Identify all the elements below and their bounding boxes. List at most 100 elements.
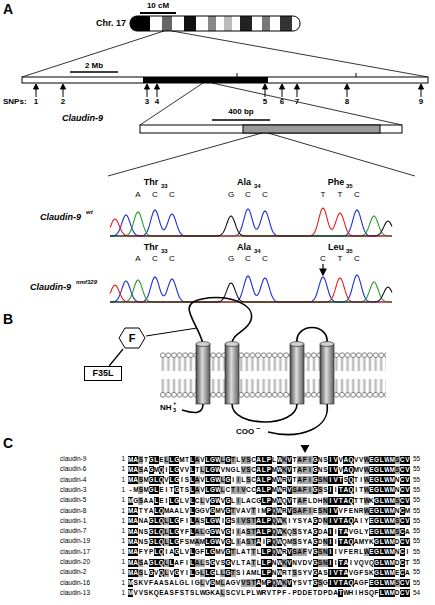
chromosome-ideogram bbox=[262, 16, 270, 31]
residue-cell: R bbox=[282, 569, 287, 577]
residue-cell: C bbox=[251, 497, 256, 505]
residue-cell: M bbox=[405, 507, 410, 515]
genomic-interval-bar bbox=[22, 73, 428, 83]
residue-cell: V bbox=[364, 559, 369, 567]
chromosome-ideogram bbox=[224, 16, 232, 31]
residue-cell: C bbox=[246, 486, 251, 494]
aligned-sequence: MASMGLQVLGISLAVLGWLGIILSCALPMWRVTAFIGSNI… bbox=[128, 476, 410, 484]
residue-cell: M bbox=[128, 579, 133, 587]
residue-cell: V bbox=[354, 559, 359, 567]
residue-cell: A bbox=[195, 456, 200, 464]
residue-cell: N bbox=[138, 538, 143, 546]
residue-cell: D bbox=[313, 497, 318, 505]
residue-cell: L bbox=[220, 579, 225, 587]
residue-cell: A bbox=[195, 476, 200, 484]
scale-label: 10 cM bbox=[147, 2, 169, 10]
base-call: C bbox=[262, 255, 268, 263]
residue-cell: T bbox=[231, 548, 236, 556]
chromosome-ideogram bbox=[130, 16, 150, 31]
residue-cell: W bbox=[277, 538, 282, 546]
residue-cell: Q bbox=[369, 589, 374, 597]
residue-cell: G bbox=[174, 456, 179, 464]
residue-cell: G bbox=[313, 569, 318, 577]
residue-cell: T bbox=[313, 589, 318, 597]
residue-cell: S bbox=[297, 517, 302, 525]
residue-cell: S bbox=[236, 569, 241, 577]
residue-cell: V bbox=[287, 579, 292, 587]
claudin-name: claudin-6 bbox=[60, 466, 86, 473]
residue-cell: V bbox=[405, 476, 410, 484]
residue-cell: S bbox=[364, 569, 369, 577]
residue-cell: Y bbox=[179, 569, 184, 577]
residue-cell: F bbox=[174, 589, 179, 597]
residue-cell: L bbox=[359, 528, 364, 536]
residue-cell: M bbox=[128, 497, 133, 505]
residue-cell: M bbox=[354, 466, 359, 474]
aligned-sequence: MASAGMQILGVVLTLLGWVNGLVSCALPMWKVTAFIGNSI… bbox=[128, 466, 410, 474]
residue-cell: W bbox=[200, 589, 205, 597]
residue-cell: P bbox=[246, 589, 251, 597]
residue-cell: F bbox=[343, 507, 348, 515]
aligned-sequence: MSKVFAASALGLIGLVGMLAGVVSTAMPQWKVYSVTGSGI… bbox=[128, 579, 410, 587]
scale-label: 400 bp bbox=[228, 108, 253, 116]
residue-cell: G bbox=[174, 528, 179, 536]
residue-cell: G bbox=[174, 569, 179, 577]
chromosome-ideogram bbox=[130, 16, 300, 31]
snp-number: 1 bbox=[34, 98, 38, 106]
claudin-name: claudin-17 bbox=[60, 549, 90, 556]
claudin-name: claudin-5 bbox=[60, 497, 86, 504]
residue-cell: T bbox=[272, 589, 277, 597]
residue-cell: C bbox=[400, 548, 405, 556]
residue-cell: L bbox=[251, 589, 256, 597]
snp-arrow bbox=[345, 84, 350, 89]
claudin-name: claudin-16 bbox=[60, 580, 90, 587]
terminus-charge: + bbox=[173, 400, 177, 406]
residue-cell: M bbox=[389, 548, 394, 556]
residue-cell: - bbox=[128, 486, 133, 494]
residue-cell: A bbox=[169, 507, 174, 515]
allele-superscript: nmf329 bbox=[76, 279, 97, 285]
residue-cell: G bbox=[174, 466, 179, 474]
residue-cell: I bbox=[236, 538, 241, 546]
residue-cell: S bbox=[179, 589, 184, 597]
residue-cell: I bbox=[328, 486, 333, 494]
scale-bar bbox=[212, 119, 270, 121]
chromosome-ideogram bbox=[162, 16, 172, 31]
residue-cell: G bbox=[174, 517, 179, 525]
residue-cell: G bbox=[195, 548, 200, 556]
lipid-bilayer bbox=[160, 352, 386, 398]
mutation-box: F35L bbox=[84, 366, 122, 381]
residue-cell: D bbox=[318, 589, 323, 597]
residue-cell: T bbox=[251, 548, 256, 556]
snp-arrow bbox=[145, 84, 150, 89]
residue-cell: I bbox=[236, 528, 241, 536]
chromosome-ideogram bbox=[130, 16, 300, 31]
residue-cell: Y bbox=[302, 538, 307, 546]
base-call: A bbox=[135, 255, 140, 263]
lipid-bilayer bbox=[160, 352, 386, 398]
residue-cell: V bbox=[405, 538, 410, 546]
residue-cell: S bbox=[138, 559, 143, 567]
snp-arrow bbox=[419, 84, 424, 89]
residue-hexagon: F bbox=[118, 327, 146, 349]
residue-cell: V bbox=[405, 486, 410, 494]
base-call: T bbox=[338, 255, 343, 263]
residue-cell: A bbox=[246, 569, 251, 577]
genomic-interval-bar bbox=[22, 77, 428, 83]
residue-cell: T bbox=[338, 589, 343, 597]
residue-cell: G bbox=[174, 548, 179, 556]
residue-cell: V bbox=[231, 559, 236, 567]
residue-cell: G bbox=[354, 528, 359, 536]
start-position: 1 bbox=[121, 508, 125, 515]
residue-cell: W bbox=[277, 507, 282, 515]
residue-cell: D bbox=[328, 589, 333, 597]
residue-cell: E bbox=[348, 548, 353, 556]
residue-cell: N bbox=[318, 456, 323, 464]
residue-cell: S bbox=[297, 528, 302, 536]
residue-cell: A bbox=[354, 538, 359, 546]
zoom-lines bbox=[22, 31, 164, 77]
aligned-sequence: MANSGLQLLGFSMAMLGWVGLIASTAIPQWQMSSYAGDNI… bbox=[128, 538, 410, 546]
residue-cell: W bbox=[215, 497, 220, 505]
base-call: C bbox=[245, 191, 251, 199]
chromatogram-trace bbox=[110, 209, 392, 236]
